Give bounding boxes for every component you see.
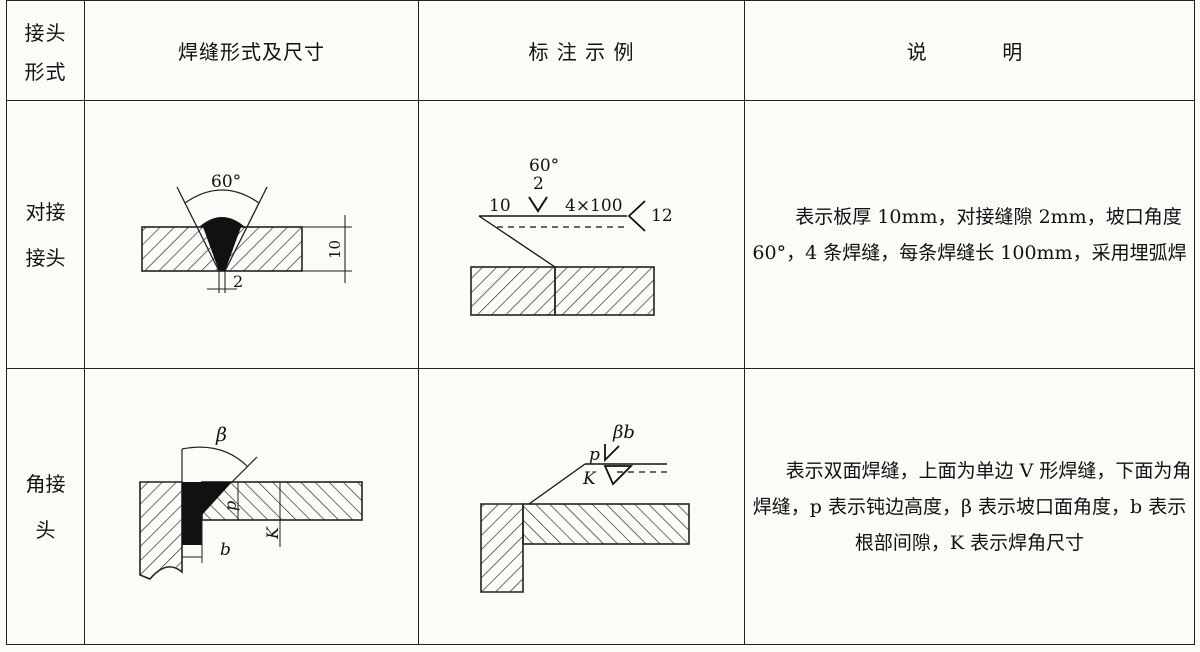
weld-form-cell: 60° 2 10 [84, 100, 419, 369]
form-angle-label: β [215, 424, 227, 446]
example-right-label: 12 [651, 206, 673, 226]
butt-weld-diagram: 60° 2 10 [140, 172, 352, 293]
header-weld-form: 焊缝形式及尺寸 [84, 0, 419, 101]
table-row: 角接 头 β p K [6, 368, 1195, 645]
form-p-label: p [221, 500, 240, 510]
table-header-row: 接头 形式 焊缝形式及尺寸 标 注 示 例 说 明 [6, 0, 1195, 101]
corner-weld-diagram: β p K b [138, 424, 363, 580]
form-angle-label: 60° [211, 172, 241, 192]
form-gap-label: 2 [233, 272, 243, 291]
header-joint-type: 接头 形式 [6, 0, 85, 101]
joint-type-line2: 接头 [25, 245, 66, 270]
example-cell: βb p K [418, 368, 745, 645]
example-p-label: p [589, 445, 600, 465]
header-example: 标 注 示 例 [418, 0, 745, 101]
example-angle-label: 60° [529, 156, 559, 176]
header-joint-type-line1: 接头 [24, 20, 67, 45]
example-middle-label: 4×100 [565, 196, 623, 216]
table-row: 对接 接头 60° 2 [6, 100, 1195, 369]
header-weld-form-label: 焊缝形式及尺寸 [178, 40, 325, 64]
example-left-label: 10 [489, 196, 511, 216]
joint-type-cell: 角接 头 [6, 368, 85, 645]
joint-type-line1: 对接 [25, 199, 66, 224]
example-beta-b-label: βb [612, 422, 635, 443]
example-k-label: K [582, 469, 597, 489]
corner-weld-symbol-example: βb p K [479, 422, 690, 593]
header-joint-type-line2: 形式 [24, 59, 67, 84]
description-cell: 表示板厚 10mm，对接缝隙 2mm，坡口角度 60°，4 条焊缝，每条焊缝长 … [744, 100, 1195, 369]
form-b-label: b [220, 540, 231, 560]
header-explain: 说 明 [744, 0, 1195, 101]
header-example-label: 标 注 示 例 [528, 40, 635, 64]
weld-symbol-table: 接头 形式 焊缝形式及尺寸 标 注 示 例 说 明 对接 接头 60° [6, 0, 1195, 645]
butt-weld-symbol-example: 60° 2 10 4×100 12 [469, 156, 673, 316]
example-gap-label: 2 [533, 174, 544, 194]
joint-type-cell: 对接 接头 [6, 100, 85, 369]
weld-form-cell: β p K b [84, 368, 419, 645]
description-text: 表示双面焊缝，上面为单边 V 形焊缝，下面为角焊缝，p 表示钝边高度，β 表示坡… [752, 459, 1192, 554]
example-cell: 60° 2 10 4×100 12 [418, 100, 745, 369]
joint-type-line1: 角接 [25, 471, 66, 496]
joint-type-line2: 头 [35, 517, 56, 542]
header-explain-label: 说 明 [906, 40, 1033, 64]
form-k-label: K [263, 526, 282, 540]
description-text: 表示板厚 10mm，对接缝隙 2mm，坡口角度 60°，4 条焊缝，每条焊缝长 … [752, 205, 1187, 264]
form-thickness-label: 10 [326, 239, 344, 258]
description-cell: 表示双面焊缝，上面为单边 V 形焊缝，下面为角焊缝，p 表示钝边高度，β 表示坡… [744, 368, 1195, 645]
